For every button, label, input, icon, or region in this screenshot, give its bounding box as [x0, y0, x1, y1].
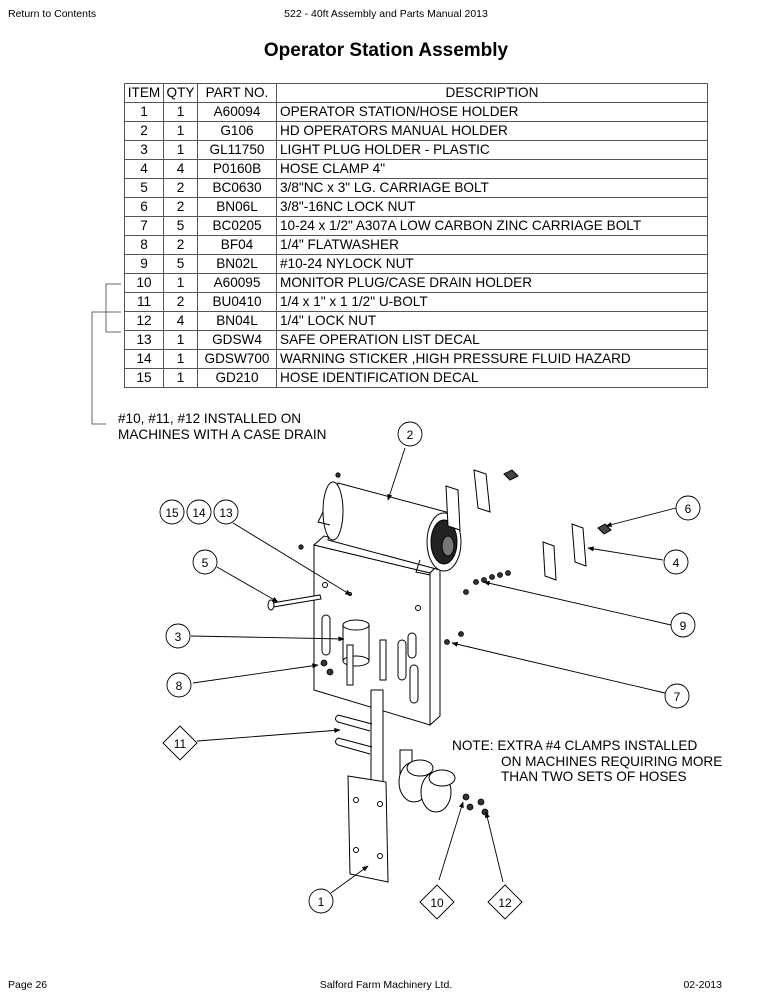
- callout-11-label: 11: [174, 737, 187, 751]
- description-cell: HD OPERATORS MANUAL HOLDER: [276, 121, 708, 141]
- callout-4-balloon: [663, 549, 689, 575]
- manual-title: 522 - 40ft Assembly and Parts Manual 201…: [284, 8, 488, 20]
- return-to-contents-link[interactable]: Return to Contents: [8, 8, 97, 20]
- description-cell: 3/8"NC x 3" LG. CARRIAGE BOLT: [276, 178, 708, 198]
- column-header-part-no: PART NO.: [197, 83, 277, 103]
- description-cell: HOSE IDENTIFICATION DECAL: [276, 368, 708, 388]
- description-cell: LIGHT PLUG HOLDER - PLASTIC: [276, 140, 708, 160]
- callout-9-balloon: [670, 612, 696, 638]
- callout-6-label: 6: [685, 502, 692, 516]
- callout-7-balloon: [664, 683, 690, 709]
- leader-lines: [190, 447, 677, 894]
- callout-5-label: 5: [202, 556, 209, 570]
- parts-table-header: ITEM QTY PART NO. DESCRIPTION: [124, 83, 708, 103]
- description-cell: OPERATOR STATION/HOSE HOLDER: [276, 102, 708, 122]
- callout-14-label: 14: [192, 506, 206, 520]
- case-drain-note-line: #10, #11, #12 INSTALLED ON: [118, 411, 302, 426]
- hose-clamps: [445, 469, 612, 581]
- callout-numbers: 15 14 13 2 6 4 5 9 3 7 8 1 11 10 12: [165, 428, 691, 910]
- case-drain-bracket: [91, 283, 121, 425]
- callout-13-balloon: [213, 499, 239, 525]
- extra-clamps-note-line: NOTE: EXTRA #4 CLAMPS INSTALLED: [452, 738, 698, 753]
- case-drain-holder: [335, 689, 456, 883]
- page-title: Operator Station Assembly: [263, 40, 509, 61]
- item-number-cell: 12: [124, 311, 164, 331]
- callout-6-balloon: [675, 495, 701, 521]
- case-drain-note: #10, #11, #12 INSTALLED ON MACHINES WITH…: [118, 411, 326, 443]
- part-number-cell: BN02L: [197, 254, 277, 274]
- callout-8-label: 8: [176, 679, 183, 693]
- manual-holder-tube: [317, 481, 462, 576]
- callout-15-balloon: [159, 499, 185, 525]
- callout-1-balloon: [308, 888, 334, 914]
- callout-12-balloon: [487, 884, 523, 920]
- callout-5-balloon: [192, 549, 218, 575]
- callout-15-label: 15: [165, 506, 179, 520]
- part-number-cell: BN06L: [197, 197, 277, 217]
- callout-14-balloon: [186, 499, 212, 525]
- callout-11-balloon: [162, 725, 198, 761]
- part-number-cell: A60094: [197, 102, 277, 122]
- revision-date: 02-2013: [683, 979, 722, 991]
- company-name: Salford Farm Machinery Ltd.: [319, 979, 453, 991]
- callout-3-balloon: [165, 623, 191, 649]
- callout-2-label: 2: [407, 428, 414, 442]
- callout-9-label: 9: [680, 619, 687, 633]
- part-number-cell: BU0410: [197, 292, 277, 312]
- part-number-cell: BC0205: [197, 216, 277, 236]
- case-drain-note-line: MACHINES WITH A CASE DRAIN: [118, 427, 327, 442]
- callout-3-label: 3: [175, 630, 182, 644]
- callout-2-balloon: [397, 421, 423, 447]
- callout-10-balloon: [419, 884, 455, 920]
- callout-balloons: [159, 421, 701, 920]
- callout-4-label: 4: [673, 556, 680, 570]
- item-number-cell: 15: [124, 368, 164, 388]
- light-plug-holder: [342, 619, 387, 686]
- page-number: Page 26: [8, 979, 48, 991]
- description-cell: MONITOR PLUG/CASE DRAIN HOLDER: [276, 273, 708, 293]
- callout-7-label: 7: [674, 690, 681, 704]
- extra-clamps-note-line: ON MACHINES REQUIRING MORE: [501, 753, 723, 769]
- extra-clamps-note: NOTE: EXTRA #4 CLAMPS INSTALLED ON MACHI…: [452, 738, 722, 785]
- part-number-cell: GD210: [197, 368, 277, 388]
- callout-13-label: 13: [219, 506, 233, 520]
- quantity-cell: 1: [163, 368, 198, 388]
- callout-12-label: 12: [498, 896, 512, 910]
- callout-10-label: 10: [430, 896, 444, 910]
- callout-8-balloon: [166, 672, 192, 698]
- callout-1-label: 1: [318, 895, 325, 909]
- carriage-bolt: [267, 594, 322, 611]
- extra-clamps-note-line: THAN TWO SETS OF HOSES: [501, 769, 687, 784]
- description-cell: SAFE OPERATION LIST DECAL: [276, 330, 708, 350]
